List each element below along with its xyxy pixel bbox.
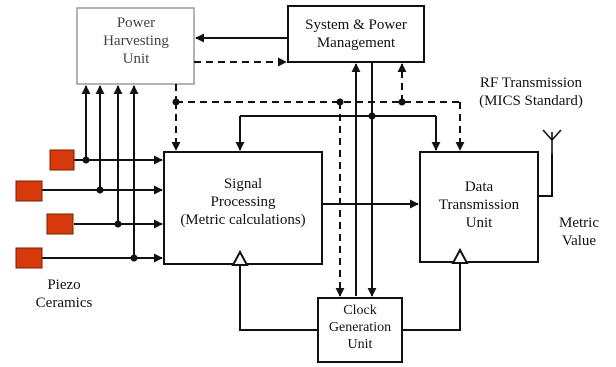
piezo-ceramic-4 — [15, 247, 43, 269]
junction-dot — [82, 156, 90, 164]
power-harvesting-box — [76, 7, 195, 85]
clock-input-triangle-data — [451, 247, 469, 264]
clock-generation-box — [317, 297, 403, 363]
power-harvesting-label: Power Harvesting Unit — [103, 15, 169, 67]
clock-input-triangle-signal — [231, 249, 249, 266]
junction-dot — [114, 220, 122, 228]
data-transmission-label: Data Transmission Unit — [438, 179, 520, 231]
clock-generation-label: Clock Generation Unit — [328, 303, 392, 352]
piezo-ceramics-label: Piezo Ceramics — [35, 277, 93, 311]
data-transmission-box — [419, 151, 539, 263]
clock-to-data-line — [402, 262, 461, 331]
junction-dot — [130, 254, 138, 262]
piezo-ceramic-1 — [49, 149, 75, 171]
antenna-feed-line — [538, 154, 553, 197]
junction-dot — [96, 186, 104, 194]
rf-transmission-label: RF Transmission (MICS Standard) — [479, 75, 583, 109]
piezo-ceramic-3 — [46, 213, 74, 235]
clock-to-signal-line — [239, 264, 318, 331]
junction-dot — [398, 98, 406, 106]
signal-processing-label: Signal Processing (Metric calculations) — [180, 176, 306, 228]
junction-dot — [336, 98, 344, 106]
signal-processing-box — [163, 151, 323, 265]
junction-dot — [172, 98, 180, 106]
system-power-box — [287, 5, 425, 63]
piezo-ceramic-2 — [15, 180, 43, 202]
metric-value-label: Metric Value — [559, 215, 599, 249]
antenna-icon — [542, 129, 562, 154]
junction-dot — [368, 112, 376, 120]
system-power-label: System & Power Management — [305, 17, 407, 51]
